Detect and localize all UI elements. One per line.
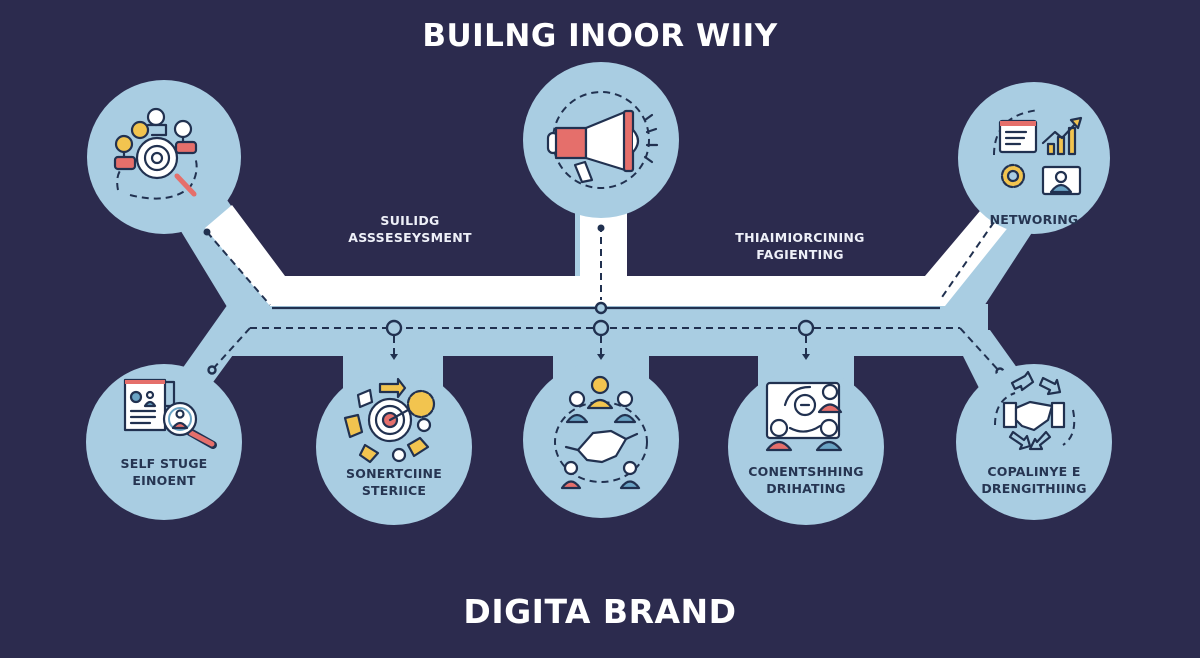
path-label-left: SUILIDG ASSSESEYSMENT: [330, 212, 490, 246]
node-self-stage[interactable]: [86, 364, 242, 520]
profile-search-icon: [123, 378, 217, 449]
node-self-stage-label: SELF STUGE EINOENT: [99, 455, 229, 489]
node-strategy-line2: STERIICE: [361, 483, 427, 498]
path-label-right-line1: THIAIMIORCINING: [735, 230, 865, 245]
node-networking[interactable]: [958, 82, 1110, 234]
node-announce[interactable]: [523, 62, 679, 218]
node-self-stage-line2: EINOENT: [132, 473, 196, 488]
connector-rings: [207, 301, 1005, 377]
target-gear-cycle-icon: [343, 377, 436, 464]
diagram-subtitle: DIGITA BRAND: [463, 592, 737, 631]
node-partnership-label: COPALINYE E DRENGITHIING: [964, 463, 1104, 497]
magnifier-network-icon: [113, 107, 198, 200]
node-partnership-line2: DRENGITHIING: [981, 481, 1087, 496]
path-label-right: THIAIMIORCINING FAGIENTING: [710, 229, 890, 263]
path-label-left-line1: SUILIDG: [380, 213, 440, 228]
node-content[interactable]: [728, 369, 884, 525]
handshake-cycle-icon: [994, 370, 1076, 451]
node-content-line2: DRIHATING: [766, 481, 846, 496]
diagram-title: BUILNG INOOR WIIY: [422, 18, 778, 54]
white-road: [205, 200, 1010, 306]
node-partnership-line1: COPALINYE E: [987, 464, 1081, 479]
node-community[interactable]: [523, 362, 679, 518]
node-partnership[interactable]: [956, 364, 1112, 520]
node-strategy-label: SONERTCIINE STERIICE: [324, 465, 464, 499]
node-research[interactable]: [87, 80, 241, 234]
node-content-label: CONENTSHHING DRIHATING: [736, 463, 876, 497]
node-strategy-line1: SONERTCIINE: [346, 466, 442, 481]
node-self-stage-line1: SELF STUGE: [120, 456, 208, 471]
collaboration-board-icon: [765, 381, 843, 452]
handshake-people-icon: [554, 375, 648, 490]
analytics-growth-icon: [993, 109, 1083, 196]
path-label-right-line2: FAGIENTING: [756, 247, 844, 262]
node-strategy[interactable]: [316, 369, 472, 525]
path-label-left-line2: ASSSESEYSMENT: [348, 230, 472, 245]
node-networking-label: NETWORING: [989, 212, 1079, 227]
megaphone-icon: [546, 91, 659, 189]
node-content-line1: CONENTSHHING: [748, 464, 864, 479]
